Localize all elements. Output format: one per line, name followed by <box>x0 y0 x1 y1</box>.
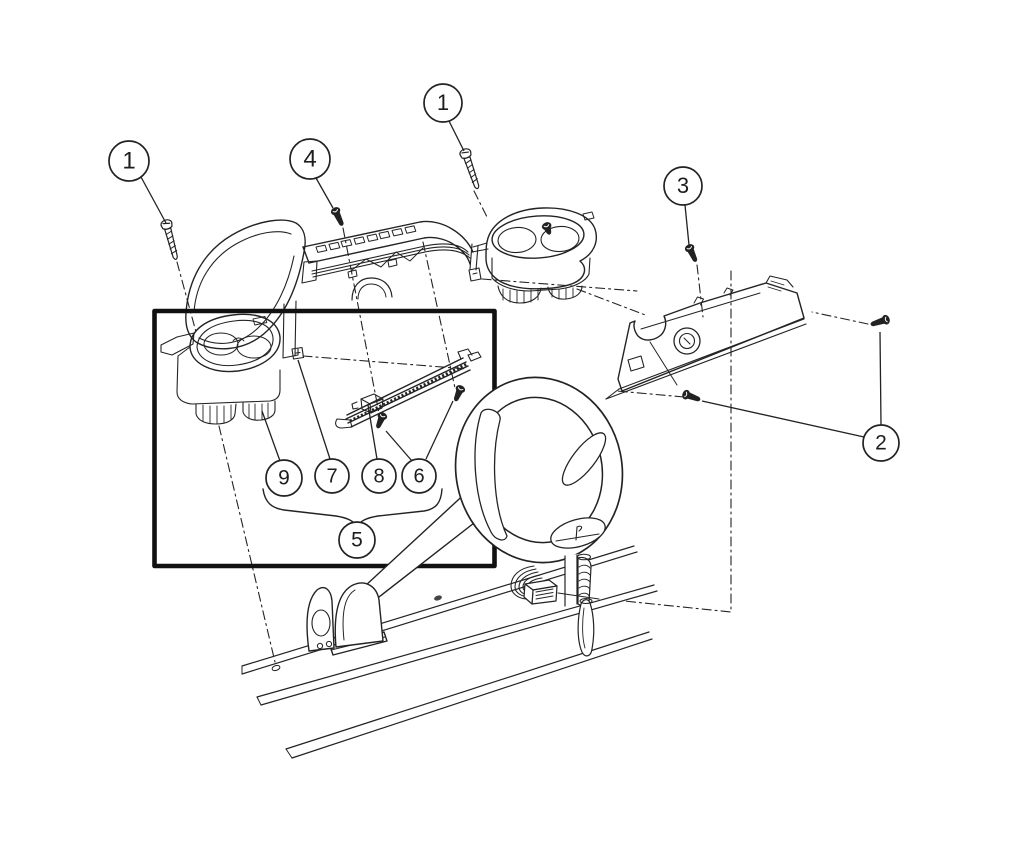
dash-assembly <box>160 207 598 425</box>
callout-number: 2 <box>875 432 887 455</box>
column-base-mount <box>306 582 388 656</box>
projection-lines <box>176 190 869 663</box>
callout-leader-line <box>385 430 413 462</box>
callout-leader-line <box>425 400 454 460</box>
callout-2: 2 <box>701 331 900 462</box>
callout-8: 8 <box>361 404 397 494</box>
steering-wheel <box>454 376 624 564</box>
wire-harness <box>510 565 600 605</box>
screw-2-lower <box>682 389 701 402</box>
callout-number: 3 <box>677 173 689 198</box>
callout-number: 7 <box>326 465 337 487</box>
callout-circle <box>423 83 463 123</box>
wheel-left-spoke-opening <box>474 408 508 541</box>
callout-leader-line <box>315 177 334 209</box>
callout-circle <box>338 521 376 559</box>
callout-5: 5 <box>338 521 376 559</box>
callout-9: 9 <box>261 410 303 497</box>
screw-1-left <box>160 219 178 260</box>
callout-6: 6 <box>385 400 454 494</box>
wheel-hub-emblem <box>555 525 600 542</box>
dash-cowl <box>185 219 306 350</box>
callout-number: 1 <box>122 147 135 174</box>
screw-pod <box>541 222 552 235</box>
wheel-lower-opening <box>550 517 606 549</box>
screw-4 <box>330 207 344 226</box>
callout-4: 4 <box>289 138 334 209</box>
callout-1: 1 <box>423 83 465 152</box>
callout-number: 8 <box>373 465 384 487</box>
screw-6-right <box>453 385 466 402</box>
callout-number: 1 <box>437 90 449 115</box>
callout-leader-line <box>261 410 281 462</box>
callout-circle <box>361 458 397 494</box>
callout-leader-line <box>297 359 331 460</box>
callout-circle <box>401 458 437 494</box>
dash-top-rail <box>301 220 489 301</box>
key-switch-panel <box>605 275 807 400</box>
screw-2-upper <box>870 314 890 327</box>
harness-connector <box>523 579 558 605</box>
callout-leader-line <box>701 400 865 438</box>
callout-circle <box>314 458 350 494</box>
callout-circle <box>663 166 703 206</box>
callout-circle <box>265 459 303 497</box>
floor-hole <box>271 664 281 672</box>
callouts-layer: 1 4 1 3 2 9 7 8 6 5 <box>108 83 900 559</box>
screw-6-left <box>376 412 388 429</box>
left-frame-clip <box>291 346 305 360</box>
callout-circle <box>108 140 150 182</box>
lower-column-parts <box>564 553 595 657</box>
connector-leader-line <box>557 592 600 600</box>
dash-frame-strip <box>282 300 305 360</box>
screws-layer <box>160 148 890 429</box>
callout-leader-line <box>448 120 465 152</box>
floor-hole <box>434 595 442 601</box>
callout-number: 4 <box>303 145 316 172</box>
callout-7: 7 <box>297 359 350 494</box>
callout-circle <box>862 424 900 462</box>
callout-leader-line <box>140 176 167 224</box>
rail-bracket <box>351 393 384 414</box>
right-cupholder-pod <box>485 207 598 304</box>
callout-1: 1 <box>108 140 167 224</box>
steering-column-shaft <box>351 488 493 612</box>
pendant-blade <box>577 599 595 657</box>
floor-rails <box>241 545 658 759</box>
screw-1-right <box>459 148 480 190</box>
wheel-right-spoke-opening <box>561 432 607 486</box>
callout-number: 9 <box>278 467 290 490</box>
callout-3: 3 <box>663 166 703 246</box>
callout-leader-line <box>684 204 690 246</box>
callout-leader-line <box>367 404 378 460</box>
callout-leader-line <box>879 331 882 426</box>
right-pod-clip <box>468 267 482 282</box>
callout-number: 6 <box>413 465 424 487</box>
callout-number: 5 <box>351 529 363 552</box>
left-cupholder-pod <box>160 313 281 425</box>
screw-3 <box>684 244 698 262</box>
callout-circle <box>289 138 331 180</box>
